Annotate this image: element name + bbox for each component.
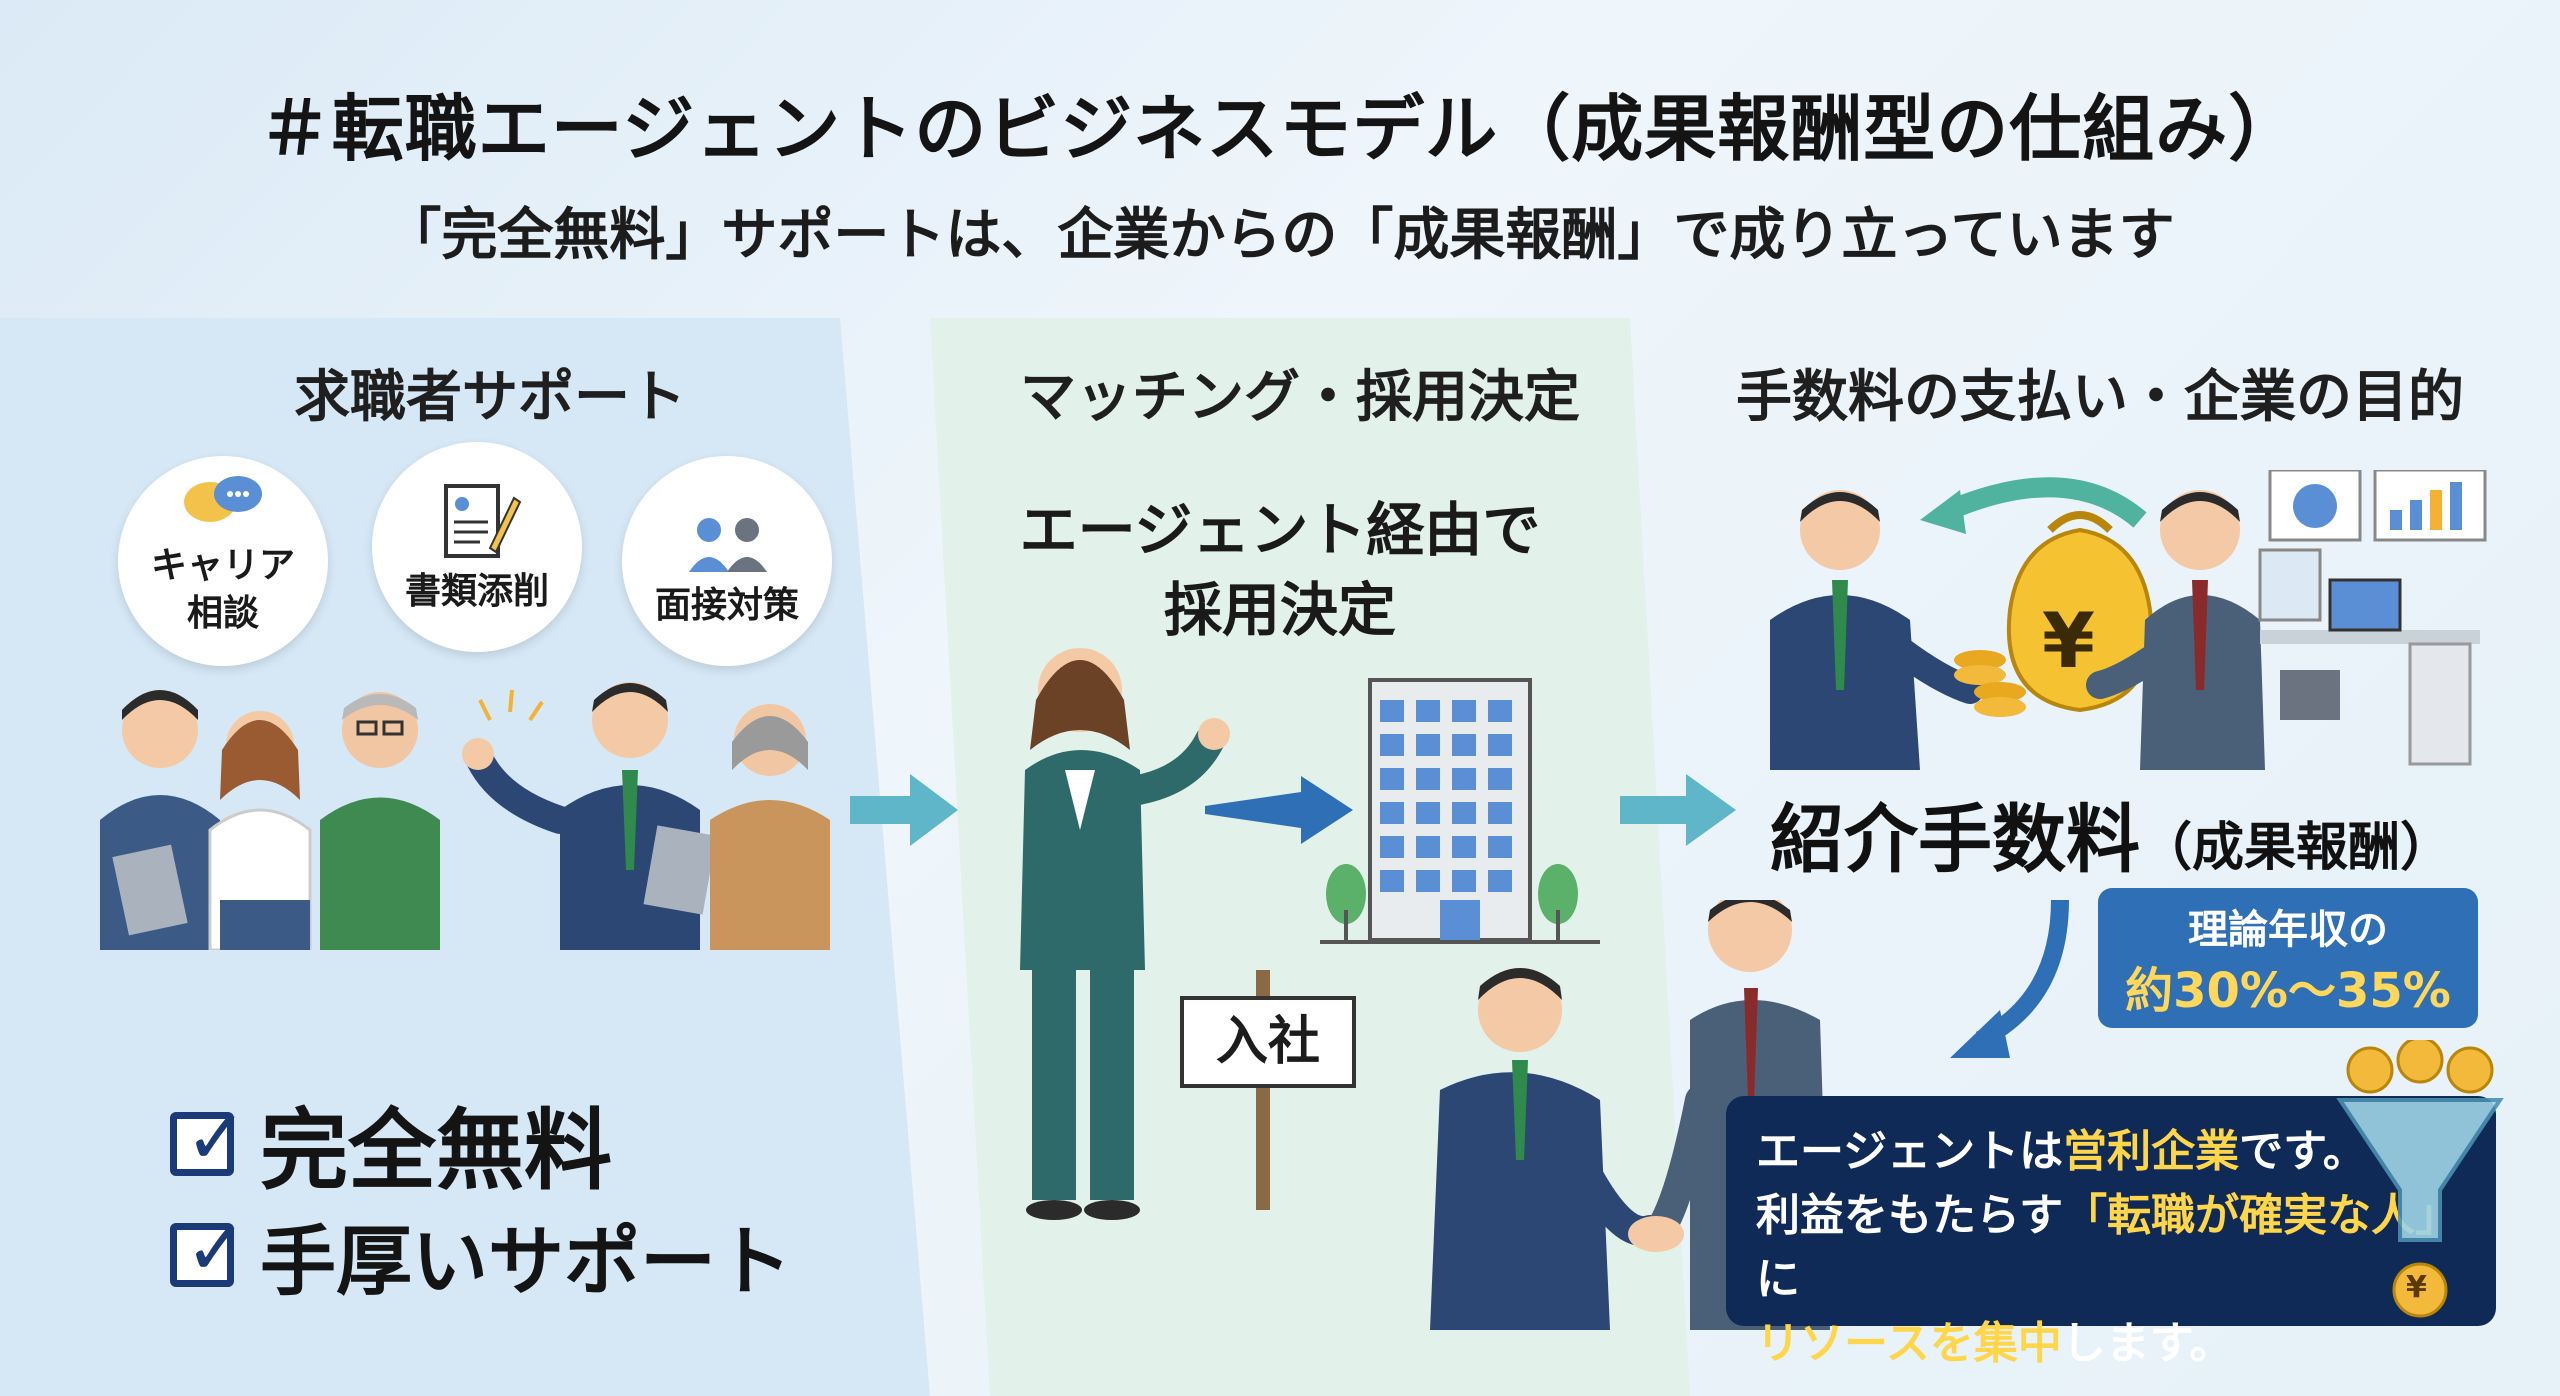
yen-bag-symbol: ¥: [2042, 596, 2095, 685]
checkbox-checked-icon: ✓: [170, 1212, 247, 1287]
bubble-documents: 書類添削: [372, 442, 582, 652]
section-heading-right: 手数料の支払い・企業の目的: [1736, 365, 2464, 430]
bubble-career: キャリア 相談: [118, 456, 328, 666]
note-line3: リソースを集中します。: [1756, 1318, 2234, 1369]
check-item-support: ✓ 手厚いサポート: [170, 1200, 792, 1310]
middle-caption-line2: 採用決定: [1163, 576, 1396, 644]
fee-rate-line1: 理論年収の: [2188, 907, 2388, 953]
coin-yen-symbol: ¥: [2406, 1270, 2427, 1305]
interview-people-icon: [689, 518, 767, 572]
middle-caption-line1: エージェント経由で: [1019, 496, 1541, 564]
check-item-support-label: 手厚いサポート: [260, 1217, 792, 1306]
fee-label: 紹介手数料（成果報酬）: [1770, 780, 2452, 887]
building-windows: [1380, 700, 1520, 892]
fee-rate-line2: 約30%〜35%: [2125, 963, 2451, 1019]
flow-arrow-right-icon: [1620, 774, 1736, 846]
chat-bubbles-icon: [184, 476, 262, 522]
job-seekers-illustration: [100, 682, 830, 950]
bubble-interview-label: 面接対策: [654, 585, 799, 626]
fee-rate-box: 理論年収の 約30%〜35%: [2098, 888, 2478, 1028]
flow-arrow-right-icon: [850, 774, 958, 846]
curved-arrow-down-icon: [1950, 899, 2069, 1058]
check-item-free-label: 完全無料: [260, 1099, 613, 1202]
document-edit-icon: [444, 484, 522, 558]
note-line2: 利益をもたらす「転職が確実な人」に: [1756, 1190, 2460, 1305]
section-heading-middle: マッチング・採用決定: [1020, 365, 1580, 430]
coin-funnel-icon: [2336, 1040, 2504, 1318]
fee-sub: （成果報酬）: [2140, 818, 2453, 878]
agent-woman-illustration: [1020, 648, 1230, 1220]
bubble-career-label: キャリア 相談: [150, 545, 295, 634]
note-line1: エージェントは営利企業です。: [1756, 1126, 2367, 1177]
fee-payment-illustration: [1770, 470, 2487, 770]
page-title: ＃転職エージェントのビジネスモデル（成果報酬型の仕組み）: [258, 87, 2302, 171]
arrow-to-company-icon: [1205, 776, 1353, 844]
bubble-interview: 面接対策: [622, 456, 832, 666]
fee-main: 紹介手数料: [1770, 797, 2140, 883]
join-company-sign: 入社: [1180, 996, 1356, 1088]
middle-caption: エージェント経由で 採用決定: [990, 490, 1570, 650]
check-item-free: ✓ 完全無料: [170, 1080, 612, 1207]
section-heading-left: 求職者サポート: [294, 365, 686, 430]
bubble-documents-label: 書類添削: [404, 571, 549, 612]
page-subtitle: 「完全無料」サポートは、企業からの「成果報酬」で成り立っています: [385, 203, 2175, 268]
checkbox-checked-icon: ✓: [170, 1101, 247, 1176]
